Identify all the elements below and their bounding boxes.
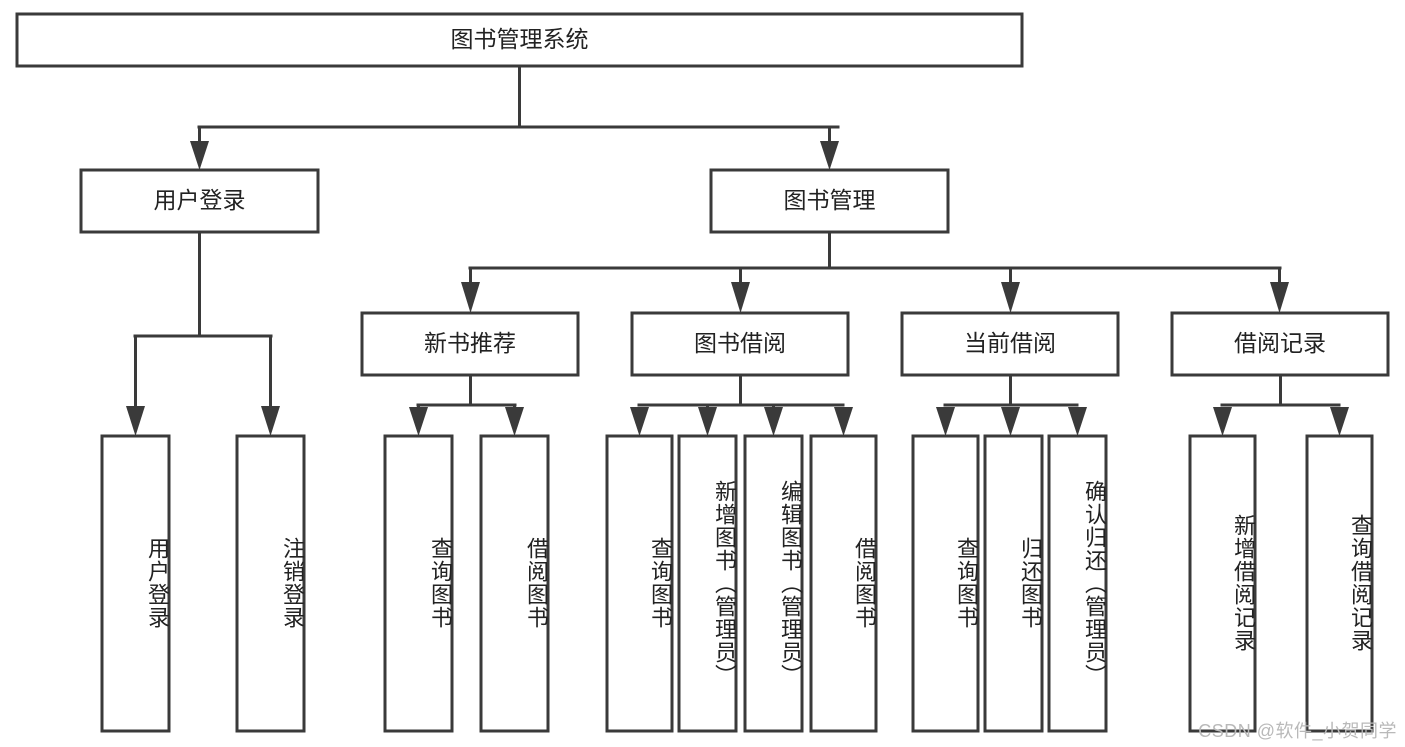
node-new-book-recommend-label: 新书推荐 <box>424 330 516 356</box>
node-book-borrow-label: 图书借阅 <box>694 330 786 356</box>
csdn-watermark: CSDN @软件_小贺同学 <box>1198 721 1397 741</box>
node-user-login-label: 用户登录 <box>154 187 246 213</box>
node-root-label: 图书管理系统 <box>451 26 589 52</box>
connectors-root-to-level2 <box>190 64 840 170</box>
node-book-borrow-box[interactable] <box>630 311 850 377</box>
arrow-current-borrow-leaf2 <box>1001 407 1020 436</box>
arrow-user-login-leaf1 <box>126 406 145 436</box>
leaf-box-user-login-2[interactable] <box>235 434 306 733</box>
node-root-box[interactable] <box>15 12 1024 68</box>
node-book-borrow[interactable]: 图书借阅 <box>630 311 850 377</box>
leaf-box-book-borrow-3[interactable] <box>743 434 804 733</box>
arrow-current-borrow-leaf1 <box>936 407 955 436</box>
connectors-current-borrow-to-leaves <box>936 373 1087 436</box>
node-current-borrow-box[interactable] <box>900 311 1120 377</box>
node-new-book-recommend[interactable]: 新书推荐 <box>360 311 580 377</box>
leaf-box-borrow-record-2[interactable] <box>1305 434 1374 733</box>
arrow-to-book-borrow <box>731 282 750 313</box>
node-borrow-record-box[interactable] <box>1170 311 1390 377</box>
arrow-new-book-leaf1 <box>409 407 428 436</box>
arrow-to-borrow-record <box>1270 282 1289 313</box>
arrow-book-borrow-leaf4 <box>834 407 853 436</box>
arrow-to-book-manage <box>820 141 839 170</box>
node-book-manage[interactable]: 图书管理 <box>709 168 950 234</box>
leaf-box-user-login-1[interactable] <box>100 434 171 733</box>
leaf-box-current-borrow-3[interactable] <box>1047 434 1108 733</box>
arrow-user-login-leaf2 <box>261 406 280 436</box>
connectors-book-borrow-to-leaves <box>630 373 853 436</box>
connectors-book-manage-to-level3 <box>461 230 1289 313</box>
node-borrow-record[interactable]: 借阅记录 <box>1170 311 1390 377</box>
leaf-box-book-borrow-1[interactable] <box>605 434 674 733</box>
leaf-box-current-borrow-1[interactable] <box>911 434 980 733</box>
leaf-box-book-borrow-2[interactable] <box>677 434 738 733</box>
leaf-box-borrow-record-1[interactable] <box>1188 434 1257 733</box>
node-book-manage-label: 图书管理 <box>784 187 876 213</box>
arrow-current-borrow-leaf3 <box>1068 407 1087 436</box>
arrow-to-current-borrow <box>1001 282 1020 313</box>
arrow-book-borrow-leaf3 <box>764 407 783 436</box>
node-new-book-recommend-box[interactable] <box>360 311 580 377</box>
node-current-borrow-label: 当前借阅 <box>964 330 1056 356</box>
arrow-borrow-record-leaf1 <box>1213 407 1232 436</box>
node-current-borrow[interactable]: 当前借阅 <box>900 311 1120 377</box>
connectors-user-login-to-leaves <box>126 230 280 436</box>
leaf-box-current-borrow-2[interactable] <box>983 434 1044 733</box>
node-borrow-record-label: 借阅记录 <box>1234 330 1326 356</box>
arrow-book-borrow-leaf1 <box>630 407 649 436</box>
arrow-to-new-book <box>461 282 480 313</box>
arrow-borrow-record-leaf2 <box>1330 407 1349 436</box>
arrow-new-book-leaf2 <box>505 407 524 436</box>
leaf-box-new-book-1[interactable] <box>383 434 454 733</box>
leaf-box-book-borrow-4[interactable] <box>809 434 878 733</box>
leaf-box-new-book-2[interactable] <box>479 434 550 733</box>
arrow-book-borrow-leaf2 <box>698 407 717 436</box>
node-user-login[interactable]: 用户登录 <box>79 168 320 234</box>
node-user-login-box[interactable] <box>79 168 320 234</box>
arrow-to-user-login <box>190 141 209 170</box>
connectors-new-book-to-leaves <box>409 373 524 436</box>
connectors-borrow-record-to-leaves <box>1213 373 1349 436</box>
node-root[interactable]: 图书管理系统 <box>15 12 1024 68</box>
